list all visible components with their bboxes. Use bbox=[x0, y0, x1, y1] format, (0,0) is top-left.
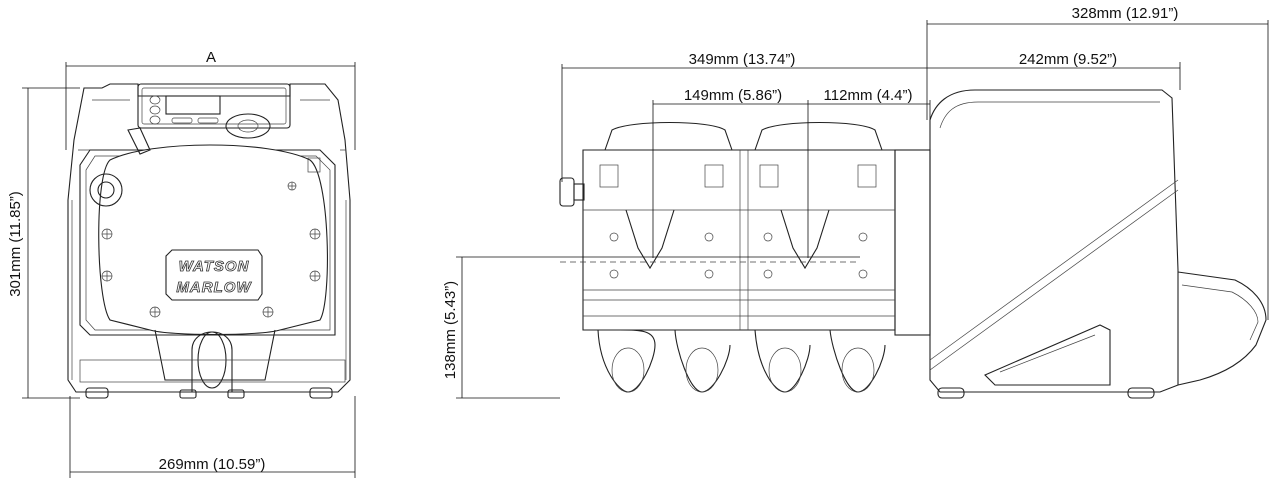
side-total-length-label: 349mm (13.74”) bbox=[689, 51, 796, 68]
side-port-height-label: 138mm (5.43”) bbox=[442, 281, 459, 379]
front-height-label: 301mm (11.85”) bbox=[7, 191, 24, 297]
front-width-label: A bbox=[206, 49, 216, 66]
side-view-pump bbox=[559, 89, 1267, 399]
front-view-pump: WATSON MARLOW bbox=[67, 83, 351, 399]
front-base-width-label: 269mm (10.59”) bbox=[159, 456, 266, 473]
logo-line2: MARLOW bbox=[176, 279, 252, 296]
logo-line1: WATSON bbox=[179, 258, 250, 275]
side-overall-length-label: 328mm (12.91”) bbox=[1072, 5, 1179, 22]
side-drive-length-label: 242mm (9.52”) bbox=[1019, 51, 1117, 68]
side-view-dimensions bbox=[456, 20, 1269, 399]
side-head-pitch-label: 112mm (4.4”) bbox=[824, 87, 913, 104]
side-head-span-label: 149mm (5.86”) bbox=[684, 87, 782, 104]
front-view-dimensions bbox=[22, 62, 356, 478]
